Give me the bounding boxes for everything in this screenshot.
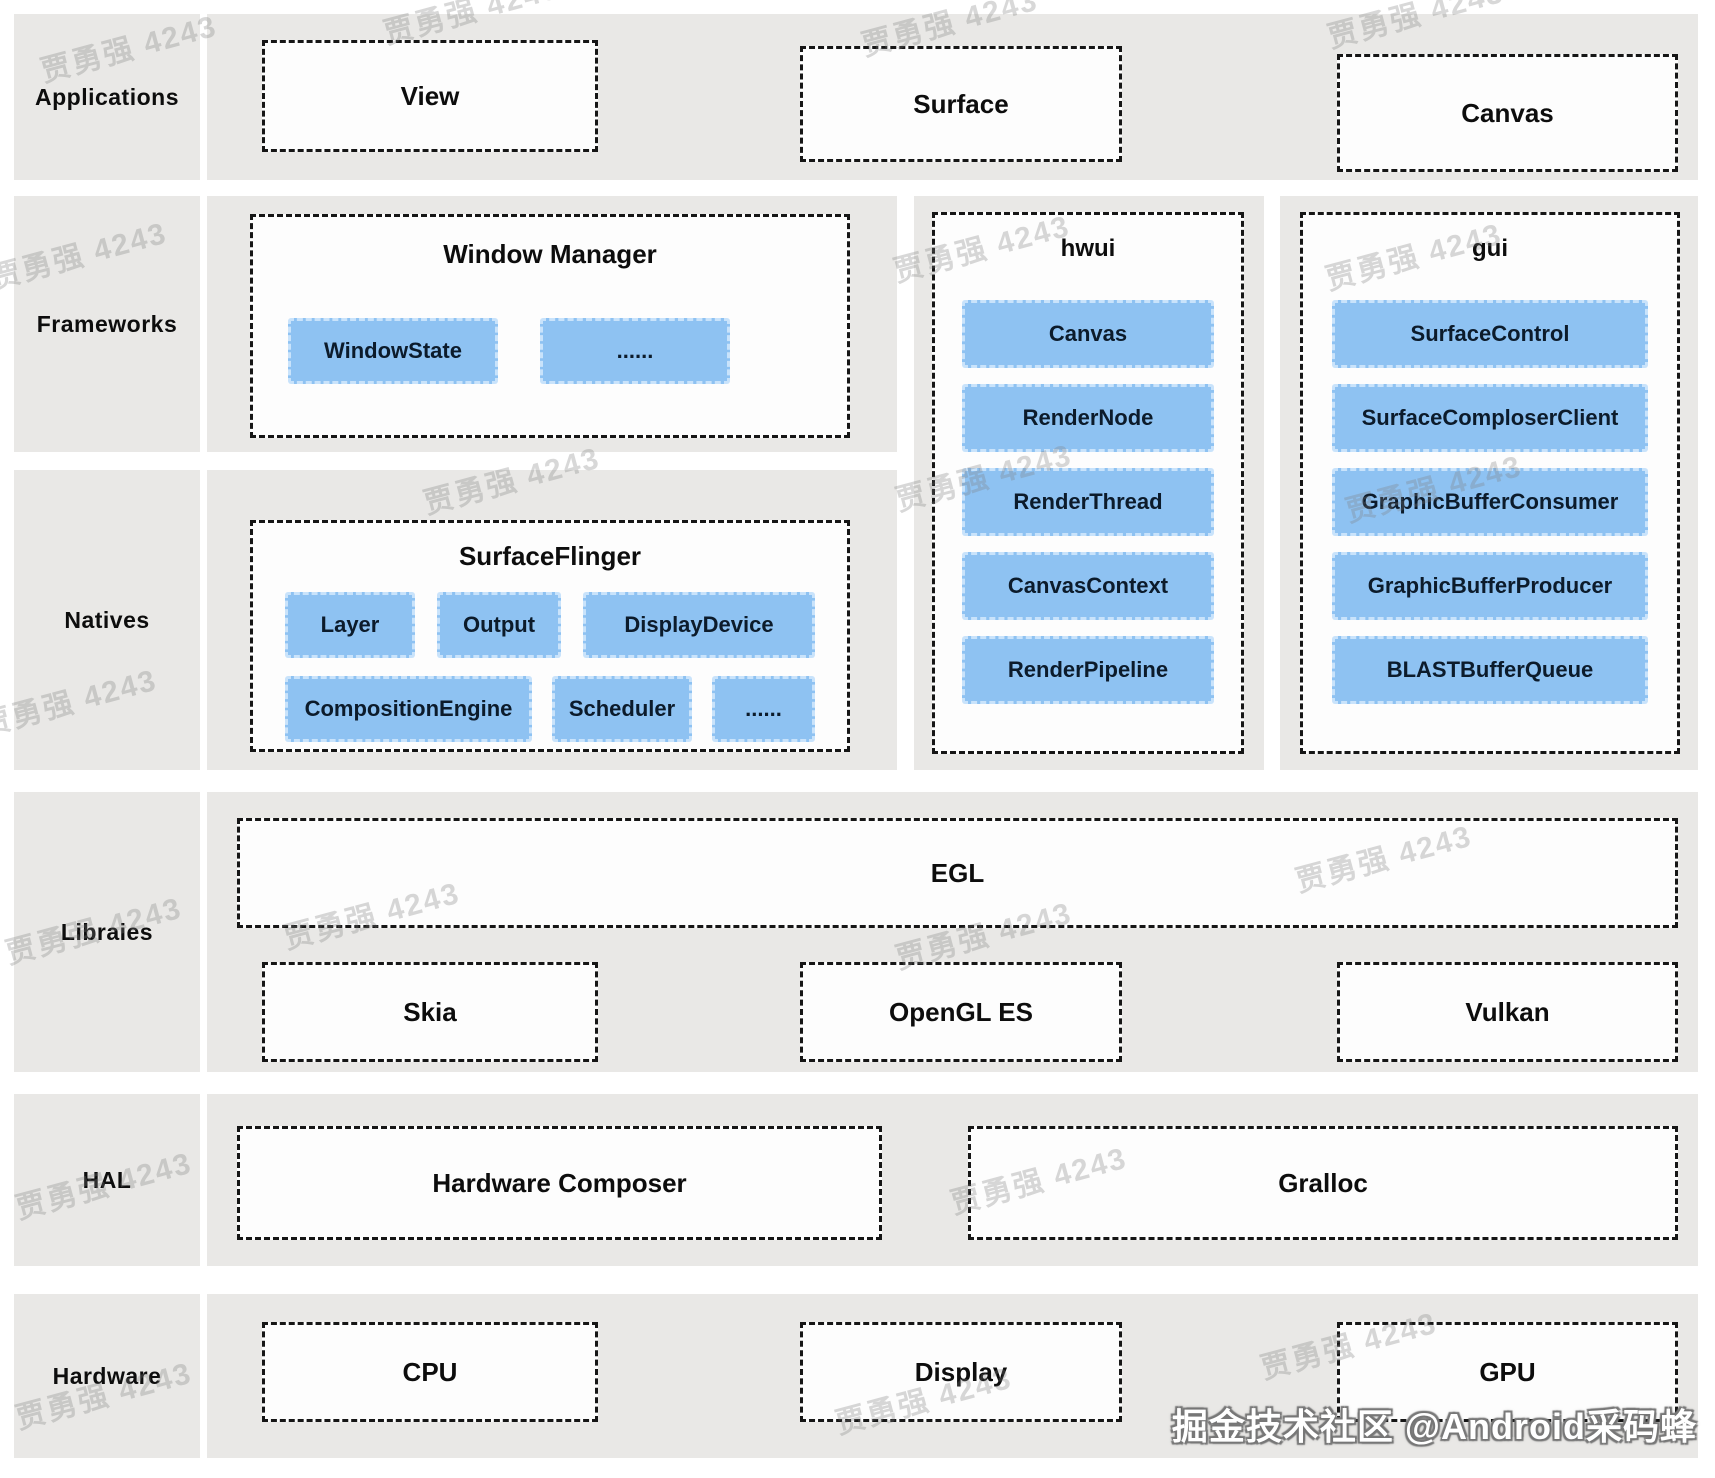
chip-renderpipeline: RenderPipeline [962,636,1214,704]
box-gpu: GPU [1337,1322,1678,1422]
chip-graphicbufferproducer: GraphicBufferProducer [1332,552,1648,620]
box-opengl-es: OpenGL ES [800,962,1122,1062]
gui-title: gui [1472,235,1508,262]
box-cpu: CPU [262,1322,598,1422]
chip-ellipsis-sf: ...... [712,676,815,742]
layer-label-libraies: Libraies [14,792,200,1072]
chip-output: Output [437,592,561,658]
box-gralloc: Gralloc [968,1126,1678,1240]
box-vulkan: Vulkan [1337,962,1678,1062]
box-hardware-composer: Hardware Composer [237,1126,882,1240]
window-manager-title: Window Manager [443,239,657,269]
chip-layer: Layer [285,592,415,658]
chip-windowstate: WindowState [288,318,498,384]
layer-label-frameworks: Frameworks [14,196,200,452]
credit-watermark: 掘金技术社区 @Android采码蜂 [1171,1406,1697,1447]
chip-scheduler: Scheduler [552,676,692,742]
box-canvas-app: Canvas [1337,54,1678,172]
chip-blastbufferqueue: BLASTBufferQueue [1332,636,1648,704]
layer-label-hal: HAL [14,1094,200,1266]
box-view: View [262,40,598,152]
box-skia: Skia [262,962,598,1062]
layer-label-hardware: Hardware [14,1294,200,1458]
chip-rendernode: RenderNode [962,384,1214,452]
chip-canvas-hwui: Canvas [962,300,1214,368]
chip-ellipsis-wm: ...... [540,318,730,384]
box-surface: Surface [800,46,1122,162]
chip-compositionengine: CompositionEngine [285,676,532,742]
surfaceflinger-title: SurfaceFlinger [458,541,642,571]
box-egl: EGL [237,818,1678,928]
chip-surfacecomploserclient: SurfaceComploserClient [1332,384,1648,452]
layer-label-natives: Natives [14,470,200,770]
chip-graphicbufferconsumer: GraphicBufferConsumer [1332,468,1648,536]
box-display: Display [800,1322,1122,1422]
chip-renderthread: RenderThread [962,468,1214,536]
layer-label-applications: Applications [14,14,200,180]
chip-canvascontext: CanvasContext [962,552,1214,620]
chip-displaydevice: DisplayDevice [583,592,815,658]
hwui-title: hwui [1060,235,1116,262]
chip-surfacecontrol: SurfaceControl [1332,300,1648,368]
